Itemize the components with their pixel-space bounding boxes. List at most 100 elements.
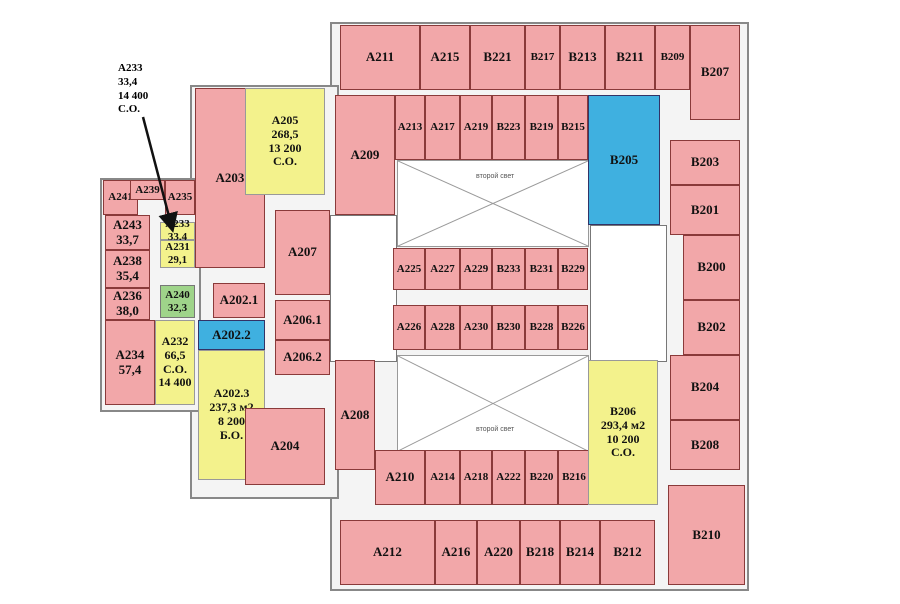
- room-number: A204: [270, 438, 300, 454]
- room-number: A239: [135, 183, 160, 196]
- annotation-line: С.О.: [118, 103, 140, 116]
- room-a226: A226: [393, 305, 425, 350]
- room-number: A211: [365, 49, 395, 65]
- room-number: B215: [561, 121, 585, 134]
- room-a213: A213: [395, 95, 425, 160]
- room-b215: B215: [558, 95, 588, 160]
- room-a215: A215: [420, 25, 470, 90]
- room-number: B223: [496, 121, 521, 134]
- room-b202: B202: [683, 300, 740, 355]
- annotation-line: 14 400: [118, 89, 149, 102]
- room-number: B220: [529, 471, 554, 484]
- room-a210: A210: [375, 450, 425, 505]
- room-a227: A227: [425, 248, 460, 290]
- room-number: B207: [700, 64, 730, 80]
- room-detail: 10 200: [606, 431, 640, 446]
- room-detail: 29,1: [167, 254, 188, 266]
- room-number: A222: [496, 471, 521, 484]
- room-number: A216: [441, 544, 471, 560]
- room-a230: A230: [460, 305, 492, 350]
- room-b209: B209: [655, 25, 690, 90]
- room-number: A243: [113, 216, 142, 232]
- room-b226: B226: [558, 305, 588, 350]
- room-b212: B212: [600, 520, 655, 585]
- room-detail: 33,7: [116, 231, 139, 247]
- room-number: A232: [161, 333, 189, 348]
- room-number: A230: [463, 321, 489, 334]
- room-number: A218: [463, 471, 489, 484]
- room-number: B211: [616, 49, 644, 65]
- room-b229: B229: [558, 248, 588, 290]
- room-b201: B201: [670, 185, 740, 235]
- room-number: B202: [697, 319, 726, 335]
- room-detail: 268,5: [271, 126, 299, 141]
- atrium-cross: [397, 160, 589, 247]
- room-a219: A219: [460, 95, 492, 160]
- room-b228: B228: [525, 305, 558, 350]
- room-number: A229: [463, 262, 489, 275]
- room-number: A210: [385, 469, 415, 485]
- room-number: B206: [609, 403, 636, 418]
- room-a202-1: A202.1: [213, 283, 265, 318]
- room-b217: B217: [525, 25, 560, 90]
- room-detail: 57,4: [118, 361, 142, 377]
- annotation-line: A233: [118, 62, 143, 74]
- room-b230: B230: [492, 305, 525, 350]
- room-number: A219: [463, 121, 489, 134]
- room-number: B205: [609, 151, 639, 167]
- room-b213: B213: [560, 25, 605, 90]
- room-b211: B211: [605, 25, 655, 90]
- room-number: B217: [530, 51, 555, 64]
- room-number: A215: [430, 49, 460, 65]
- room-a239: A239: [130, 180, 165, 200]
- room-a217: A217: [425, 95, 460, 160]
- room-b200: B200: [683, 235, 740, 300]
- room-number: B208: [690, 436, 720, 452]
- room-number: B231: [529, 262, 554, 275]
- room-detail: Б.О.: [219, 427, 244, 442]
- room-detail: 14 400: [158, 375, 192, 390]
- room-number: A209: [350, 146, 380, 162]
- room-b233: B233: [492, 248, 525, 290]
- room-number: A227: [430, 262, 455, 275]
- annotation: A233 33,4 14 400 С.О.: [118, 62, 148, 117]
- room-detail: 293,4 м2: [600, 417, 646, 432]
- room-a212: A212: [340, 520, 435, 585]
- room-a202-2: A202.2: [198, 320, 265, 350]
- room-b207: B207: [690, 25, 740, 120]
- stair-core: [330, 215, 397, 362]
- room-b216: B216: [558, 450, 590, 505]
- room-b220: B220: [525, 450, 558, 505]
- stair-core: [590, 225, 667, 362]
- room-number: B213: [568, 49, 597, 65]
- room-number: A240: [165, 288, 190, 301]
- room-detail: С.О.: [163, 361, 187, 376]
- room-a214: A214: [425, 450, 460, 505]
- room-b221: B221: [470, 25, 525, 90]
- room-b210: B210: [668, 485, 745, 585]
- room-a209: A209: [335, 95, 395, 215]
- room-a235: A235: [165, 180, 195, 215]
- room-number: A213: [397, 121, 423, 134]
- room-number: B204: [690, 379, 720, 395]
- room-detail: 237,3 м2: [209, 400, 254, 415]
- room-detail: 35,4: [116, 268, 139, 283]
- room-number: A235: [167, 191, 193, 204]
- room-number: B230: [496, 321, 521, 334]
- room-number: B216: [562, 471, 586, 484]
- room-detail: С.О.: [273, 154, 297, 169]
- room-number: B200: [697, 259, 726, 275]
- atrium-label: второй свет: [476, 173, 515, 180]
- room-b231: B231: [525, 248, 558, 290]
- atrium-south: второй свет: [397, 355, 589, 452]
- room-b223: B223: [492, 95, 525, 160]
- room-number: A220: [484, 544, 513, 560]
- room-a229: A229: [460, 248, 492, 290]
